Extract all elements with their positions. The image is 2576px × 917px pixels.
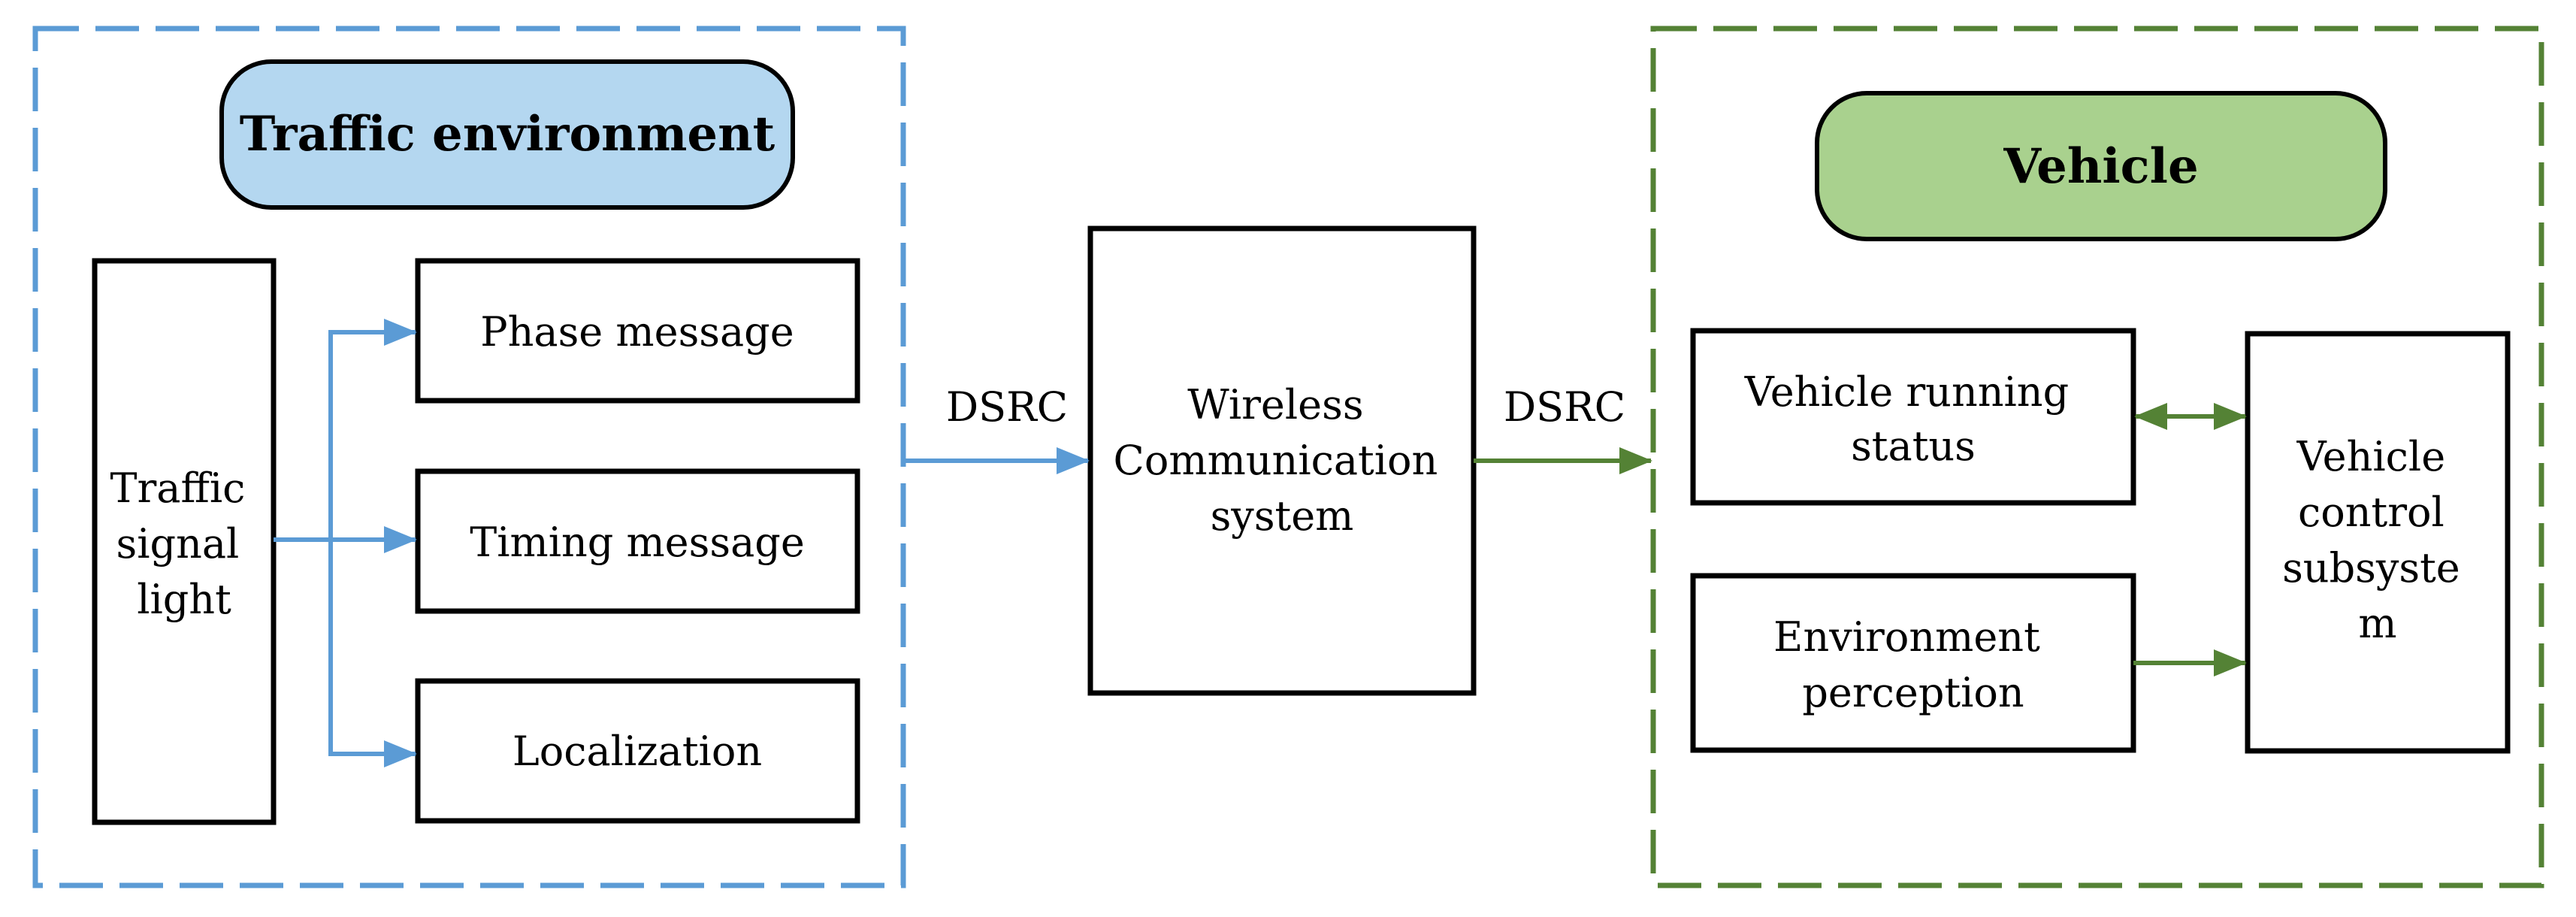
localization-box	[415, 678, 860, 824]
environment-perception-label: Environment perception	[1773, 613, 2053, 716]
dsrc-left-label: DSRC	[946, 383, 1068, 431]
vehicle-group: Vehicle Vehicle running status Environme…	[1650, 26, 2544, 888]
wireless-system-node: Wireless Communication system	[1087, 225, 1477, 696]
dsrc-right-label: DSRC	[1504, 383, 1625, 431]
timing-message-box	[415, 468, 860, 614]
vehicle-running-status-label: Vehicle running status	[1744, 368, 2082, 470]
vehicle-control-subsystem-box	[2245, 331, 2511, 754]
traffic-environment-title-box	[219, 59, 795, 210]
traffic-environment-group: Traffic environment Traffic signal light…	[32, 26, 906, 888]
vehicle-title-box	[1815, 91, 2387, 241]
wireless-system-label: Wireless Communication system	[1114, 381, 1451, 540]
vehicle-running-status-box	[1690, 328, 2136, 506]
timing-message-label: Timing message	[470, 519, 805, 566]
traffic-signal-light-label: Traffic signal light	[110, 465, 258, 623]
traffic-signal-light-box	[92, 258, 277, 825]
traffic-environment-border	[32, 26, 906, 888]
phase-message-box	[415, 258, 860, 404]
environment-perception-box	[1690, 573, 2136, 753]
vehicle-title: Vehicle	[2003, 138, 2198, 195]
vehicle-control-subsystem-label: Vehicle control subsyste m	[2282, 433, 2473, 647]
localization-label: Localization	[512, 728, 762, 775]
traffic-environment-title: Traffic environment	[240, 106, 776, 162]
vehicle-border	[1650, 26, 2544, 888]
phase-message-label: Phase message	[480, 308, 794, 356]
